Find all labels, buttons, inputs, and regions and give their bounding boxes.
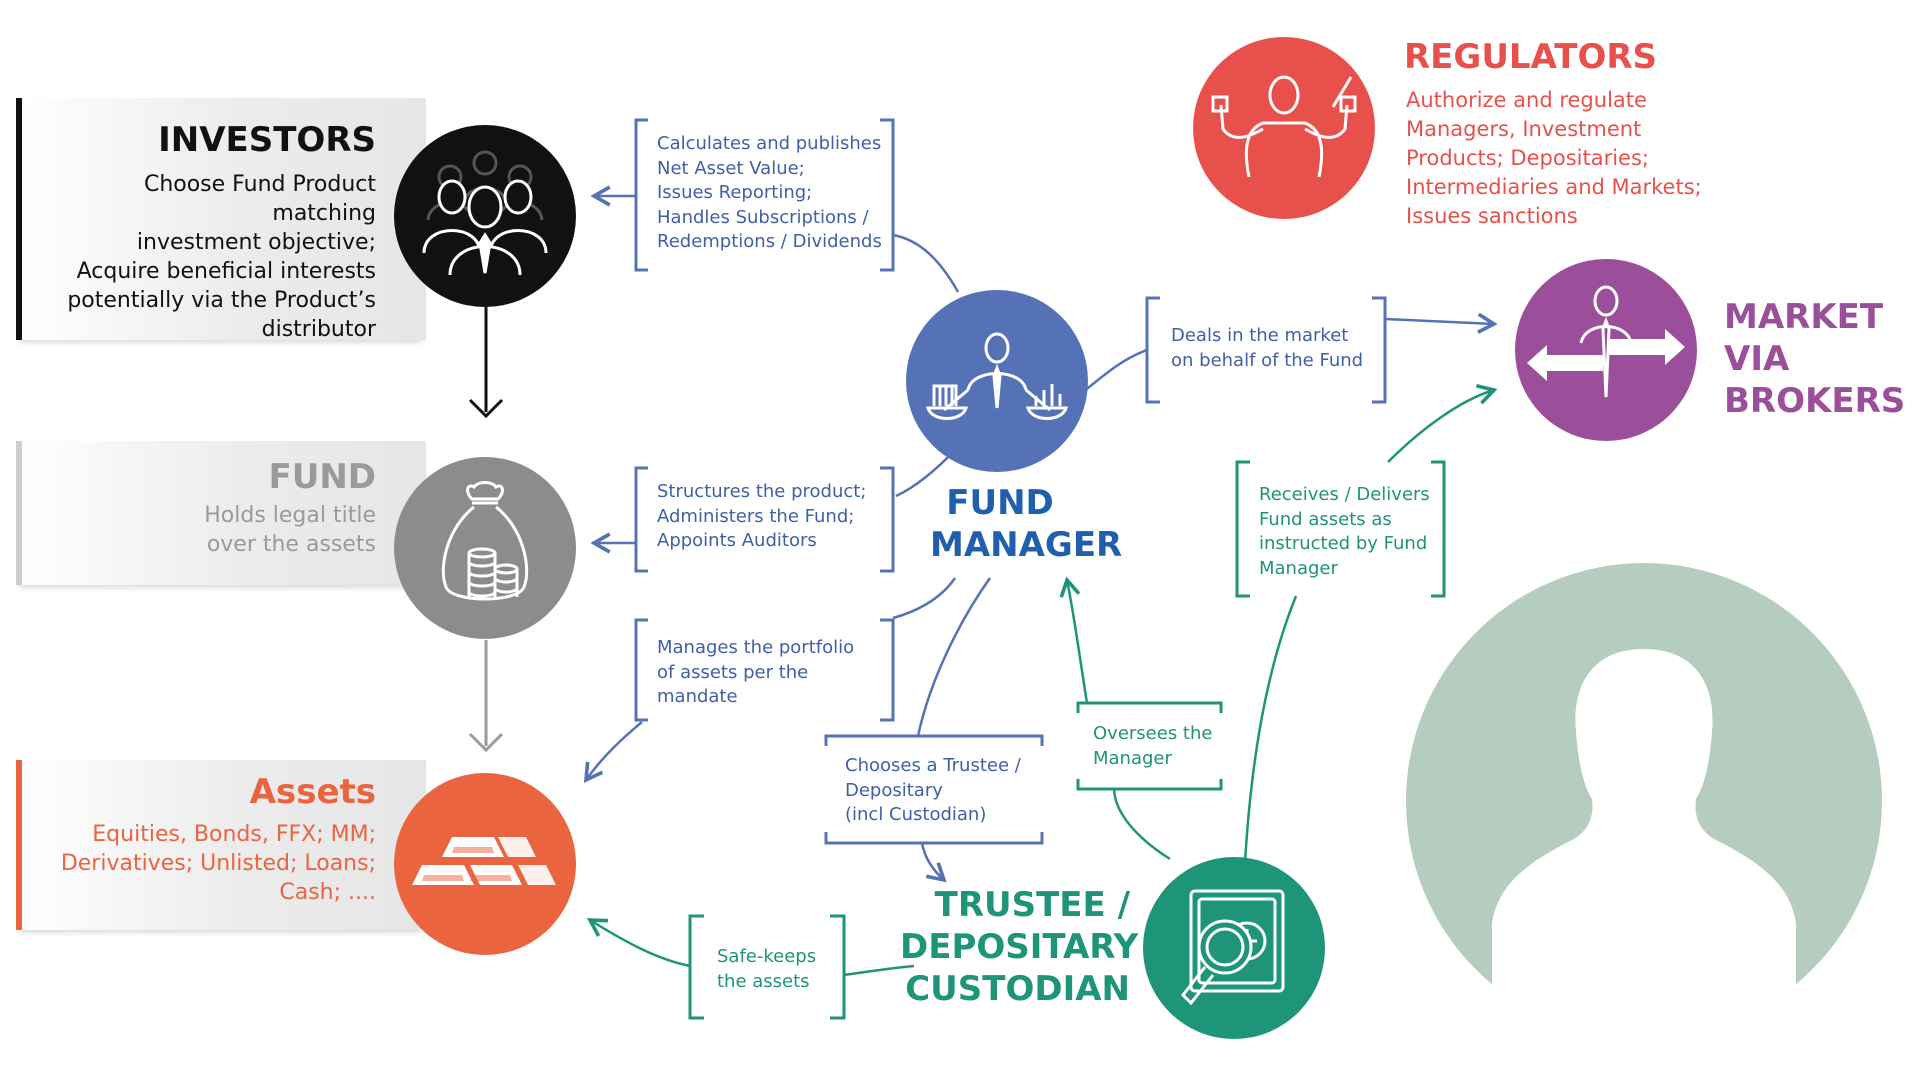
safe-magnifier-icon [1143, 857, 1325, 1039]
label-chooses: Chooses a Trustee / Depositary (incl Cus… [845, 755, 1021, 825]
conductor-icon [1193, 37, 1375, 219]
regulators-description: Authorize and regulate Managers, Investm… [1406, 88, 1702, 228]
bracket-calculates-left [634, 118, 648, 272]
investors-panel: INVESTORS Choose Fund Product matching i… [16, 98, 426, 342]
label-receives: Receives / Delivers Fund assets as instr… [1259, 484, 1430, 579]
label-calculates: Calculates and publishes Net Asset Value… [657, 133, 882, 252]
manager-balance-icon [906, 290, 1088, 472]
fund-accent-bar [16, 441, 22, 585]
manager-connectors [583, 185, 1498, 883]
manager-circle [906, 290, 1088, 472]
bracket-structures-right [880, 466, 895, 573]
broker-arrows-icon [1515, 259, 1697, 441]
people-group-icon [394, 125, 576, 307]
money-bag-icon [394, 457, 576, 639]
market-title: MARKET VIA BROKERS [1724, 297, 1906, 421]
bracket-deals-left [1145, 296, 1160, 404]
label-oversees: Oversees the Manager [1093, 723, 1213, 769]
label-deals: Deals in the market on behalf of the Fun… [1171, 325, 1364, 371]
investors-accent-bar [16, 98, 22, 340]
market-circle [1515, 259, 1697, 441]
bracket-safekeeps-right [830, 914, 846, 1020]
assets-description: Equities, Bonds, FFX; MM; Derivatives; U… [60, 822, 376, 905]
investors-to-fund-arrow [468, 305, 504, 419]
bracket-oversees [1076, 701, 1223, 791]
trustee-title: TRUSTEE / DEPOSITARY CUSTODIAN [900, 885, 1139, 1009]
bracket-receives-right [1431, 460, 1446, 598]
avatar-circle [1406, 563, 1882, 1039]
fund-to-assets-arrow [468, 640, 504, 753]
bracket-manages-left [634, 618, 648, 722]
bracket-calculates-right [880, 118, 895, 272]
fund-circle [394, 457, 576, 639]
label-manages: Manages the portfolio of assets per the … [657, 637, 855, 707]
fund-panel: FUND Holds legal title over the assets [16, 441, 426, 585]
trustee-brackets [688, 460, 1446, 1020]
person-silhouette-icon [1406, 563, 1882, 1039]
investors-circle [394, 125, 576, 307]
gold-bars-icon [394, 773, 576, 955]
label-safekeeps: Safe-keeps the assets [717, 946, 817, 992]
bracket-receives-left [1235, 460, 1250, 598]
assets-panel: Assets Equities, Bonds, FFX; MM; Derivat… [16, 760, 426, 930]
bracket-deals-right [1372, 296, 1387, 404]
investors-title: INVESTORS [158, 120, 376, 160]
assets-circle [394, 773, 576, 955]
investors-description: Choose Fund Product matching investment … [67, 172, 376, 342]
manager-title: FUND MANAGER [930, 483, 1123, 565]
regulators-circle [1193, 37, 1375, 219]
label-structures: Structures the product; Administers the … [657, 481, 867, 551]
assets-title: Assets [249, 772, 376, 812]
regulators-title: REGULATORS [1404, 37, 1658, 77]
bracket-manages-right [880, 618, 895, 722]
bracket-structures-left [634, 466, 648, 573]
trustee-circle [1143, 857, 1325, 1039]
assets-accent-bar [16, 760, 22, 930]
fund-title: FUND [268, 457, 376, 497]
bracket-chooses [824, 734, 1044, 845]
bracket-safekeeps-left [688, 914, 704, 1020]
fund-description: Holds legal title over the assets [204, 503, 376, 557]
trustee-connectors [586, 384, 1498, 977]
